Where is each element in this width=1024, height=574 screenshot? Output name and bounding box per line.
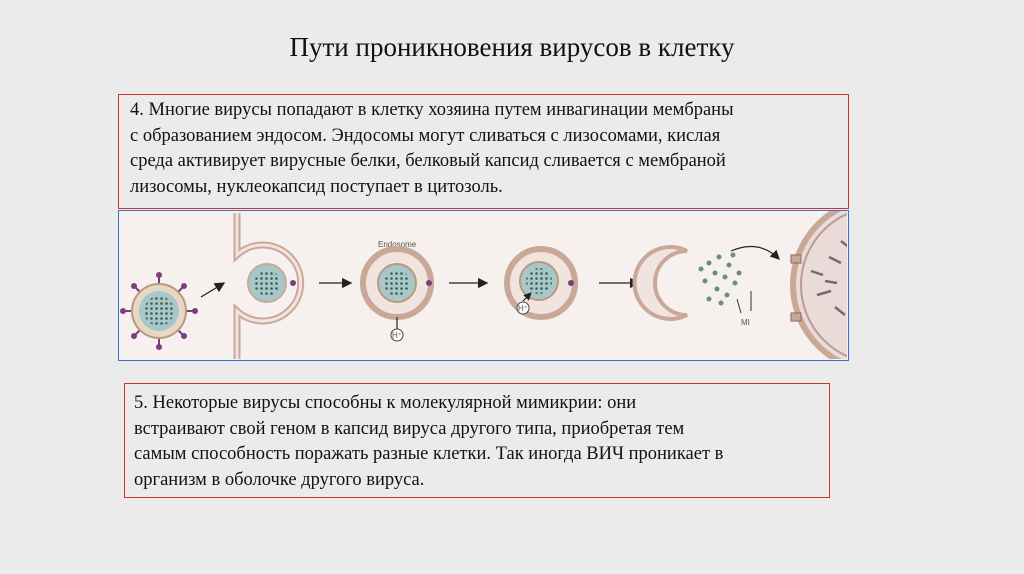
endosome-label: Endosome	[378, 240, 417, 249]
mi-label: MI	[741, 318, 750, 327]
text-line: 4. Многие вирусы попадают в клетку хозяи…	[130, 100, 734, 120]
acidified-endosome: H⁺	[504, 246, 578, 320]
text-line: среда активирует вирусные белки, белковы…	[130, 151, 726, 171]
text-line: самым способность поражать разные клетки…	[134, 444, 724, 464]
text-line: встраивают свой геном в капсид вируса др…	[134, 418, 685, 439]
text-line: с образованием эндосом. Эндосомы могут с…	[130, 125, 721, 146]
arrow	[200, 282, 226, 298]
virus-entry-diagram: Endosome H⁺ H⁺	[118, 210, 849, 361]
endosome: Endosome H⁺	[360, 240, 434, 342]
capsid-fusion: MI	[632, 245, 780, 327]
proton-label: H⁺	[518, 304, 528, 313]
text-block-5: 5. Некоторые вирусы способны к молекуляр…	[124, 383, 830, 498]
text-line: 5. Некоторые вирусы способны к молекуляр…	[134, 393, 637, 413]
text-line: лизосомы, нуклеокапсид поступает в цитоз…	[130, 176, 503, 197]
free-virus	[120, 272, 198, 350]
proton-label: H⁺	[392, 331, 402, 340]
membrane-invagination	[233, 213, 305, 359]
diagram-svg: Endosome H⁺ H⁺	[120, 211, 847, 359]
text-line: организм в оболочке другого вируса.	[134, 469, 425, 490]
nucleus	[790, 211, 847, 359]
text-block-4: 4. Многие вирусы попадают в клетку хозяи…	[118, 94, 849, 209]
slide-title: Пути проникновения вирусов в клетку	[289, 32, 735, 62]
